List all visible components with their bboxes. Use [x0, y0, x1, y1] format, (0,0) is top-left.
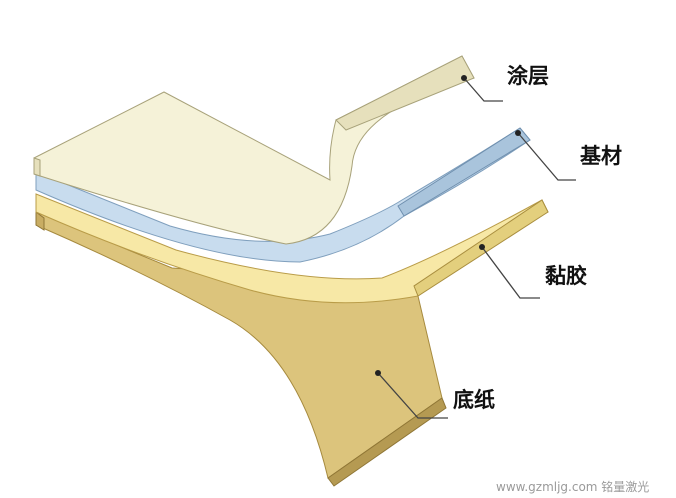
coating-left-edge [33, 157, 41, 177]
adhesive-leader [481, 246, 540, 299]
watermark-text: www.gzmljg.com 铭量激光 [496, 480, 650, 494]
substrate-label: 基材 [580, 144, 622, 168]
backing-label: 底纸 [453, 388, 495, 412]
substrate-edge [397, 127, 531, 217]
coating-leader-dot [461, 75, 467, 81]
backing-front-edge [327, 397, 447, 487]
substrate-layer [35, 127, 531, 263]
backing-leader-dot [375, 370, 381, 376]
coating-layer [33, 55, 475, 245]
coating-lip [335, 55, 475, 131]
backing-leader [377, 372, 448, 419]
leader-dots [375, 75, 521, 376]
substrate-leader-dot [515, 130, 521, 136]
adhesive-leader-dot [479, 244, 485, 250]
substrate-top-face [35, 127, 531, 263]
coating-top-face [33, 55, 475, 245]
adhesive-label: 黏胶 [545, 264, 587, 288]
backing-left-edge [35, 211, 45, 231]
coating-leader [463, 77, 503, 102]
leader-lines [377, 77, 576, 419]
coating-label: 涂层 [507, 64, 549, 88]
substrate-leader [517, 132, 576, 181]
